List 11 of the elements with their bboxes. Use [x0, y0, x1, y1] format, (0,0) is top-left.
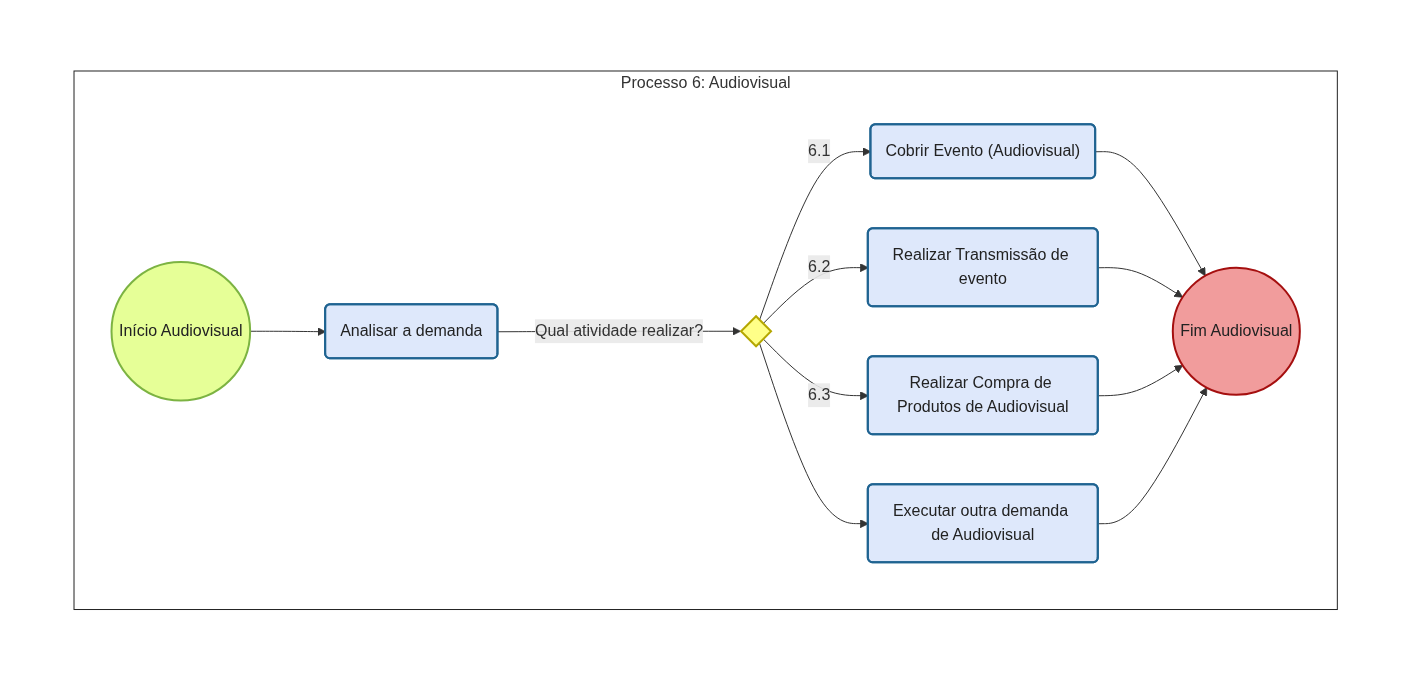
arrow: [1097, 386, 1207, 524]
node-circle: Fim Audiovisual: [1171, 266, 1301, 396]
arrow: [1097, 364, 1183, 396]
arrow: [1095, 150, 1206, 276]
node-circle: Início Audiovisual: [110, 260, 251, 402]
node-diamond: [739, 314, 773, 348]
edge-label: 6.1: [807, 141, 831, 159]
edge-label: Qual atividade realizar?: [534, 321, 703, 339]
arrow: [1097, 266, 1183, 298]
edge-label: 6.2: [807, 257, 831, 275]
edge-label: 6.3: [807, 385, 831, 403]
